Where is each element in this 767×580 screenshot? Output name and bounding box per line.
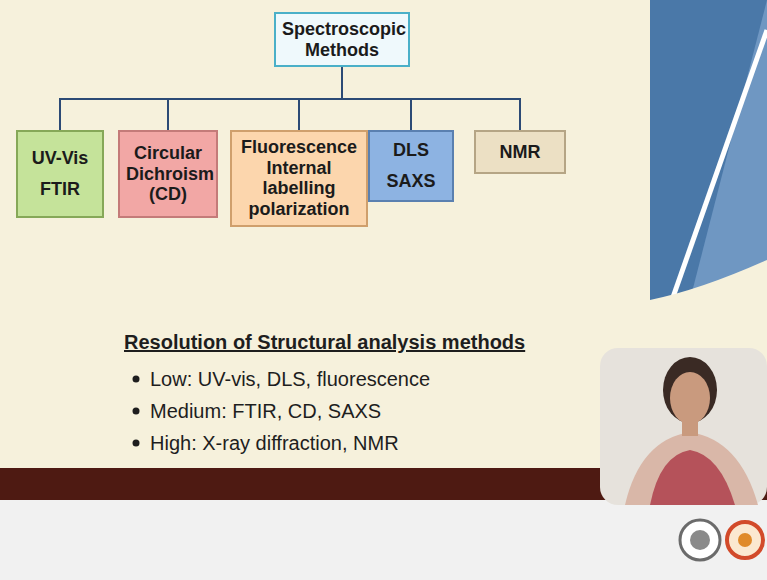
node-text: FTIR <box>24 179 96 200</box>
tree-connector <box>60 67 342 130</box>
presenter-video <box>600 348 767 505</box>
bullet-dot <box>133 376 140 383</box>
side-band-shade <box>690 0 767 300</box>
tree-connector <box>342 67 520 130</box>
bullet-dot <box>133 408 140 415</box>
logo-ring <box>727 522 763 558</box>
node-text: NMR <box>482 142 558 163</box>
node-text: Circular Dichroism (CD) <box>126 143 210 205</box>
tree-connector <box>168 67 342 130</box>
presenter-saree <box>650 450 735 505</box>
root-box: Spectroscopic Methods <box>274 12 410 67</box>
program-logo <box>727 522 763 558</box>
logo-center <box>690 530 710 550</box>
section-heading: Resolution of Structural analysis method… <box>124 330 525 354</box>
footer-strip <box>0 500 767 580</box>
presenter-face <box>670 372 710 424</box>
method-box: Fluorescence Internal labelling polariza… <box>230 130 368 227</box>
bullet-text: Medium: FTIR, CD, SAXS <box>150 399 381 423</box>
logo-ring <box>680 520 720 560</box>
presenter-hair <box>663 357 717 423</box>
method-box: UV-VisFTIR <box>16 130 104 218</box>
tree-connector <box>299 67 342 130</box>
node-text: DLS <box>376 140 446 161</box>
side-band-stripe <box>672 30 767 300</box>
method-box: DLS SAXS <box>368 130 454 202</box>
node-text: SAXS <box>376 171 446 192</box>
node-text: UV-Vis <box>24 148 96 169</box>
presenter-body <box>625 432 758 505</box>
presenter-neck <box>682 420 698 436</box>
institute-logo <box>680 520 720 560</box>
bullet-text: Low: UV-vis, DLS, fluorescence <box>150 367 430 391</box>
method-box: NMR <box>474 130 566 174</box>
node-text: Fluorescence Internal labelling polariza… <box>238 137 360 220</box>
bullet-text: High: X-ray diffraction, NMR <box>150 431 399 455</box>
logo-center <box>738 533 752 547</box>
video-ground <box>600 348 767 505</box>
node-text: Spectroscopic Methods <box>282 19 402 60</box>
bullet-dot <box>133 440 140 447</box>
method-box: Circular Dichroism (CD) <box>118 130 218 218</box>
